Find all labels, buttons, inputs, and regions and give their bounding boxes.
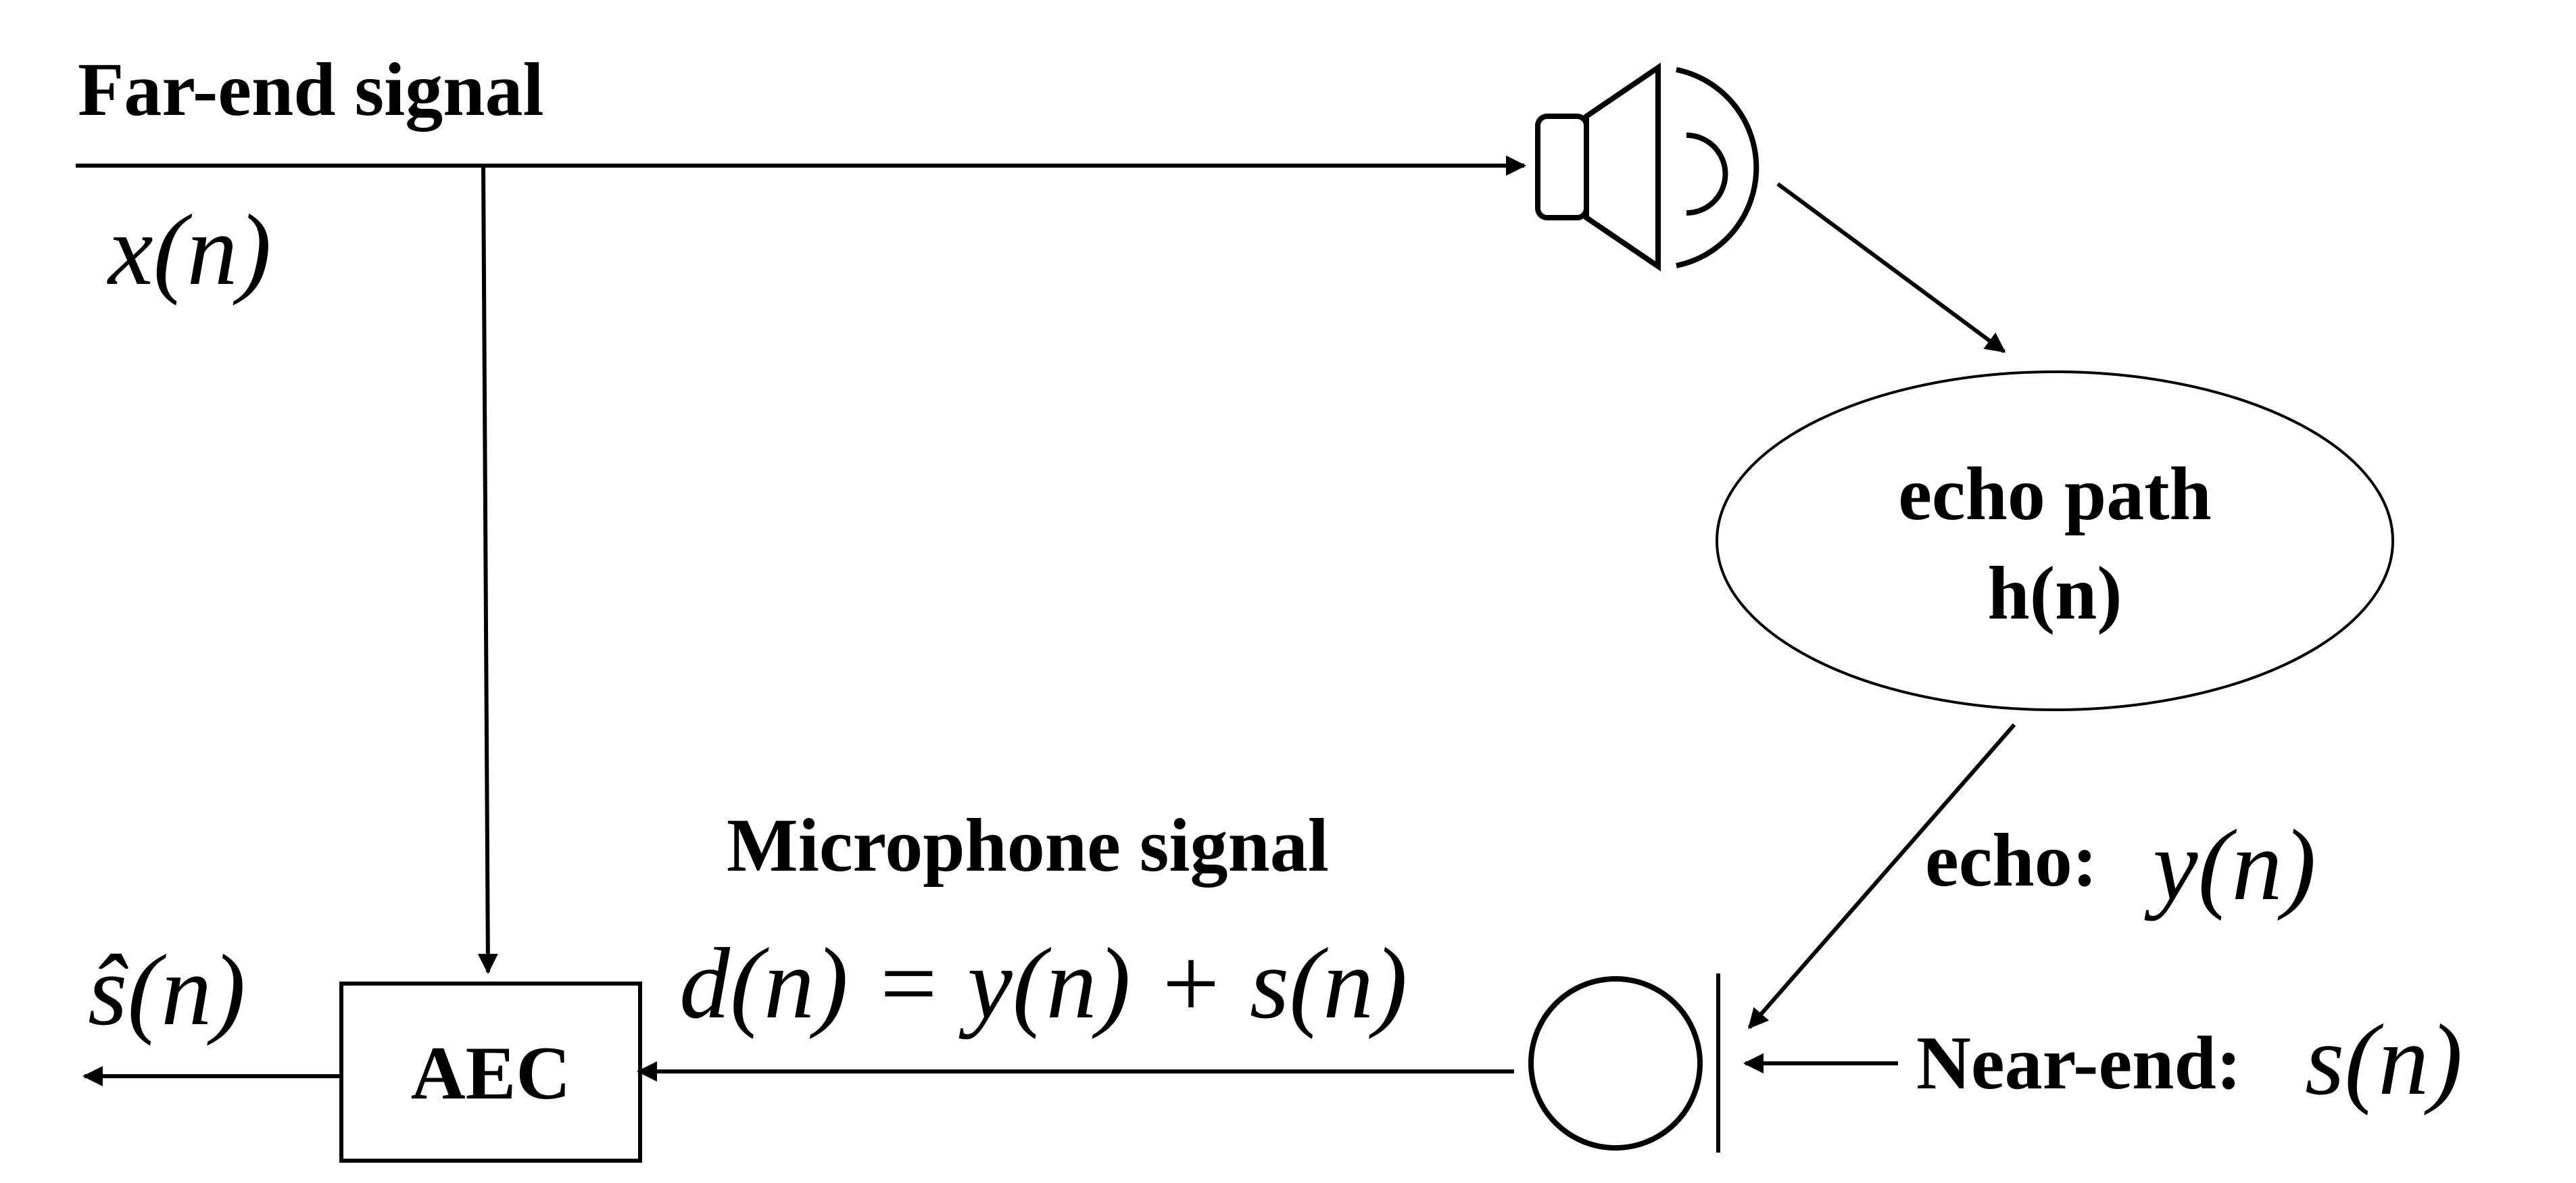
echo-path-node: echo path h(n) <box>1716 370 2394 711</box>
microphone-icon <box>1528 973 1720 1153</box>
far-end-to-aec-line <box>477 165 498 974</box>
speaker-to-echo-path-arrow <box>1776 182 2006 354</box>
loudspeaker-icon <box>1535 62 1759 272</box>
output-symbol: ŝ(n) <box>88 934 245 1046</box>
echo-label: echo: <box>1925 819 2097 902</box>
aec-block: AEC <box>339 982 642 1163</box>
near-end-symbol: s(n) <box>2305 1004 2462 1116</box>
echo-symbol: y(n) <box>2144 809 2316 921</box>
mic-signal-title: Microphone signal <box>727 804 1329 888</box>
aec-label: AEC <box>411 1032 570 1115</box>
far-end-symbol: x(n) <box>107 194 271 306</box>
echo-path-label: echo path <box>1898 452 2212 536</box>
mic-signal-equation: d(n) = y(n) + s(n) <box>679 927 1407 1040</box>
echo-arrow <box>1747 723 2016 1030</box>
echo-path-function: h(n) <box>1987 552 2122 635</box>
near-end-label: Near-end: <box>1916 1021 2241 1105</box>
far-end-title: Far-end signal <box>78 48 544 132</box>
